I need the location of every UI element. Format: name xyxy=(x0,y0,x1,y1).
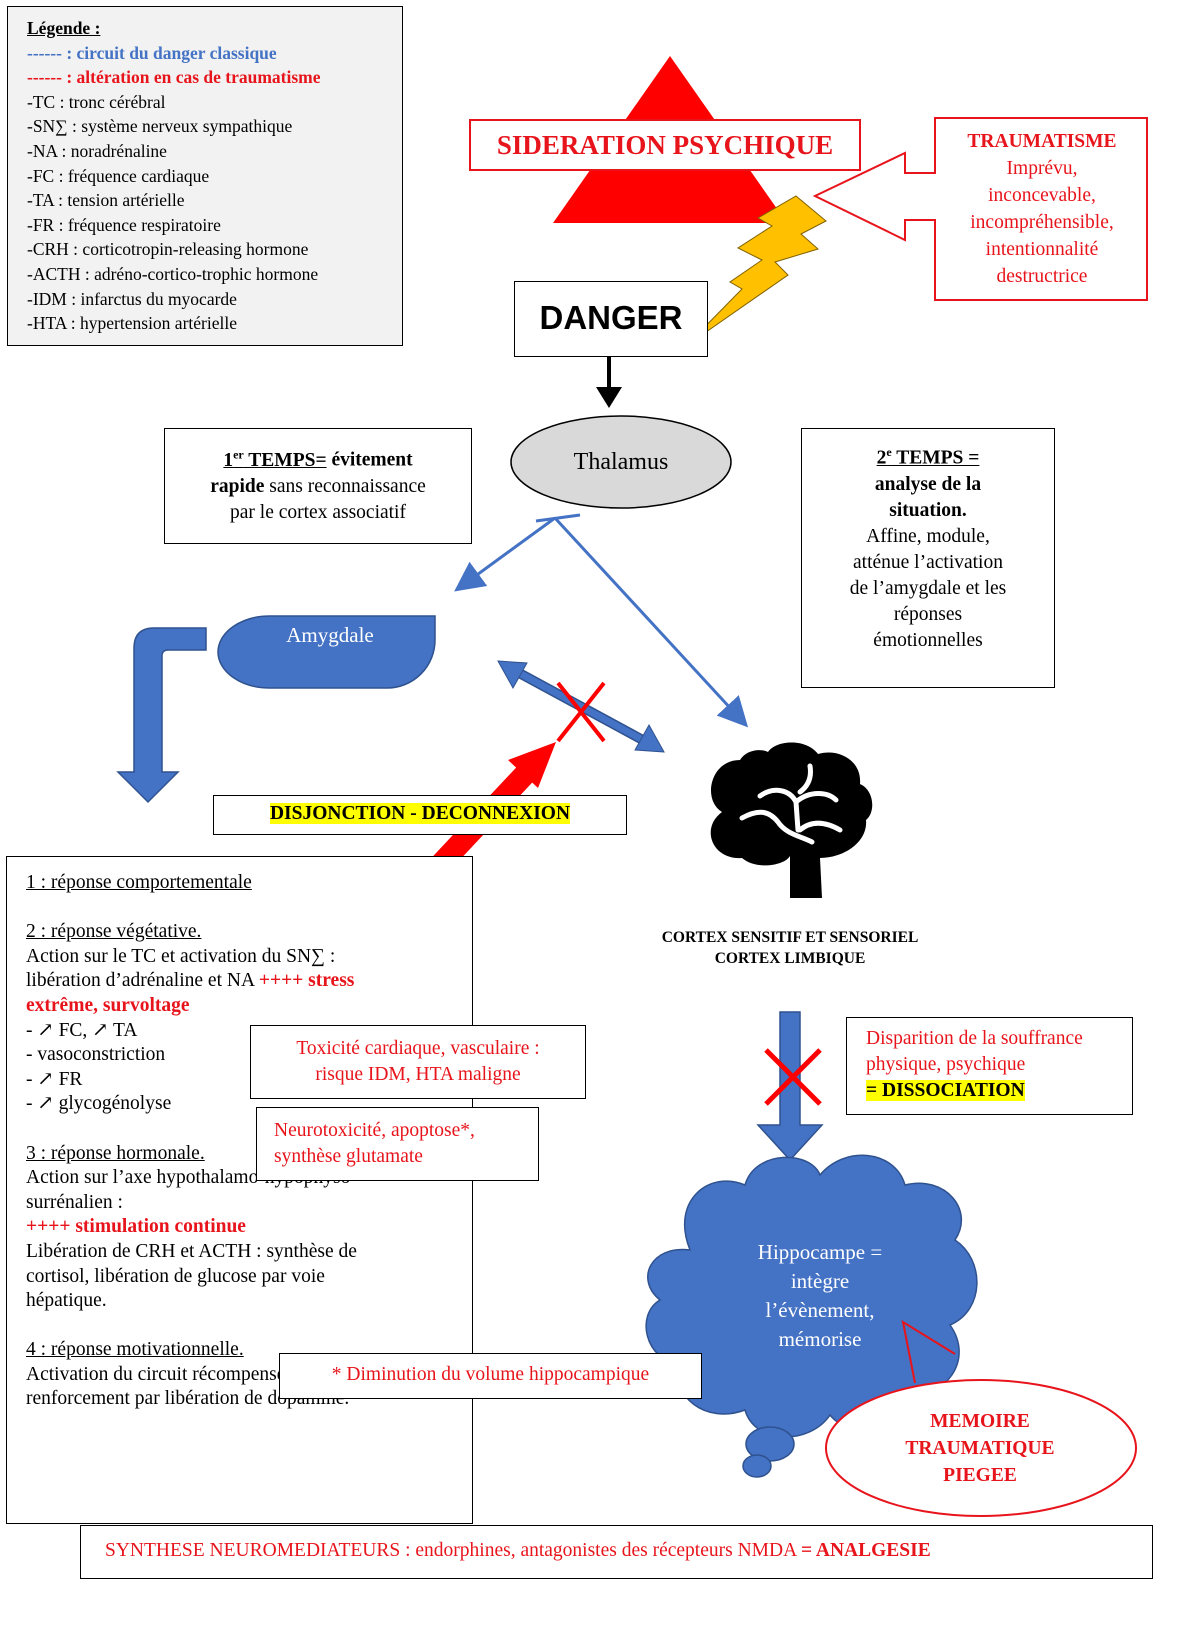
legend-item: -FR : fréquence respiratoire xyxy=(27,214,221,235)
traumatisme-line: Imprévu, xyxy=(1006,158,1078,179)
danger-to-thalamus-arrow xyxy=(596,387,622,408)
traumatisme-text: TRAUMATISME Imprévu, inconcevable, incom… xyxy=(937,128,1147,290)
synthese-box: SYNTHESE NEUROMEDIATEURS : endorphines, … xyxy=(80,1525,1153,1579)
amygdale-response-arrow xyxy=(116,627,207,804)
legend-item: -ACTH : adréno-cortico-trophic hormone xyxy=(27,263,319,284)
cortex-to-hippocampe-arrow xyxy=(756,1011,824,1162)
dissociation-x-icon xyxy=(764,1048,822,1106)
lightning-bolt-icon xyxy=(685,195,827,347)
disconnect-x-icon xyxy=(556,681,606,743)
memoire-text: MEMOIRE TRAUMATIQUE PIEGEE xyxy=(905,1411,1055,1486)
temps1-label: 1er TEMPS= xyxy=(223,447,327,471)
disjonction-label: DISJONCTION - DECONNEXION xyxy=(269,803,571,824)
legend-item: -HTA : hypertension artérielle xyxy=(27,313,237,334)
amygdale-shape xyxy=(217,615,436,689)
dissociation-box: Disparition de la souffrance physique, p… xyxy=(846,1017,1133,1115)
memoire-callout-tail xyxy=(901,1319,956,1384)
response-3-title: 3 : réponse hormonale. xyxy=(26,1142,205,1164)
traumatisme-callout xyxy=(812,117,1148,301)
responses-box: 1 : réponse comportementale 2 : réponse … xyxy=(6,856,473,1524)
legend-item: -FC : fréquence cardiaque xyxy=(27,165,210,186)
legend-item: -NA : noradrénaline xyxy=(27,140,167,161)
response-1: 1 : réponse comportementale xyxy=(26,872,252,893)
volume-box: * Diminution du volume hippocampique xyxy=(279,1353,702,1399)
thalamus-label: Thalamus xyxy=(573,449,669,475)
danger-box: DANGER xyxy=(514,281,708,357)
temps2-label: 2e TEMPS = xyxy=(876,445,980,469)
legend-item: -IDM : infarctus du myocarde xyxy=(27,288,237,309)
traumatisme-line: destructrice xyxy=(996,266,1088,287)
thalamus-ellipse xyxy=(510,415,732,509)
legend-item: -SN∑ : système nerveux sympathique xyxy=(27,116,293,137)
legend-classic-circuit: ------ : circuit du danger classique xyxy=(27,42,277,63)
hippocampe-cloud xyxy=(645,1154,978,1478)
neurotox-box: Neurotoxicité, apoptose*, synthèse gluta… xyxy=(256,1107,539,1181)
legend-box: Légende : ------ : circuit du danger cla… xyxy=(7,6,403,346)
traumatisme-line: incompréhensible, xyxy=(970,212,1114,233)
amygdale-cortex-double-arrow xyxy=(497,660,665,753)
toxicite-box: Toxicité cardiaque, vasculaire : risque … xyxy=(250,1025,586,1099)
response-4-title: 4 : réponse motivationnelle. xyxy=(26,1339,244,1361)
traumatisme-title: TRAUMATISME xyxy=(967,131,1117,152)
legend-item: -TA : tension artérielle xyxy=(27,190,185,211)
traumatisme-line: inconcevable, xyxy=(988,185,1096,206)
disjonction-box: DISJONCTION - DECONNEXION xyxy=(213,795,627,835)
response-2-title: 2 : réponse végétative. xyxy=(26,921,202,943)
legend-item: -CRH : corticotropin-releasing hormone xyxy=(27,239,309,260)
hippocampe-text: Hippocampe = intègre l’évènement, mémori… xyxy=(757,1240,883,1351)
traumatisme-line: intentionnalité xyxy=(985,239,1099,260)
legend-item: -TC : tronc cérébral xyxy=(27,91,166,112)
legend-title: Légende : xyxy=(27,18,101,38)
dissociation-label: = DISSOCIATION xyxy=(866,1080,1025,1101)
brain-icon xyxy=(710,742,873,898)
sideration-label: SIDERATION PSYCHIQUE xyxy=(469,119,861,171)
legend-trauma-alteration: ------ : altération en cas de traumatism… xyxy=(27,67,321,88)
temps2-box: 2e TEMPS = analyse de la situation. Affi… xyxy=(801,428,1055,688)
memoire-ellipse xyxy=(825,1379,1137,1517)
amygdale-label: Amygdale xyxy=(286,623,374,647)
temps1-box: 1er TEMPS= évitement rapide sans reconna… xyxy=(164,428,472,544)
cortex-label: CORTEX SENSITIF ET SENSORIEL CORTEX LIMB… xyxy=(661,929,919,967)
